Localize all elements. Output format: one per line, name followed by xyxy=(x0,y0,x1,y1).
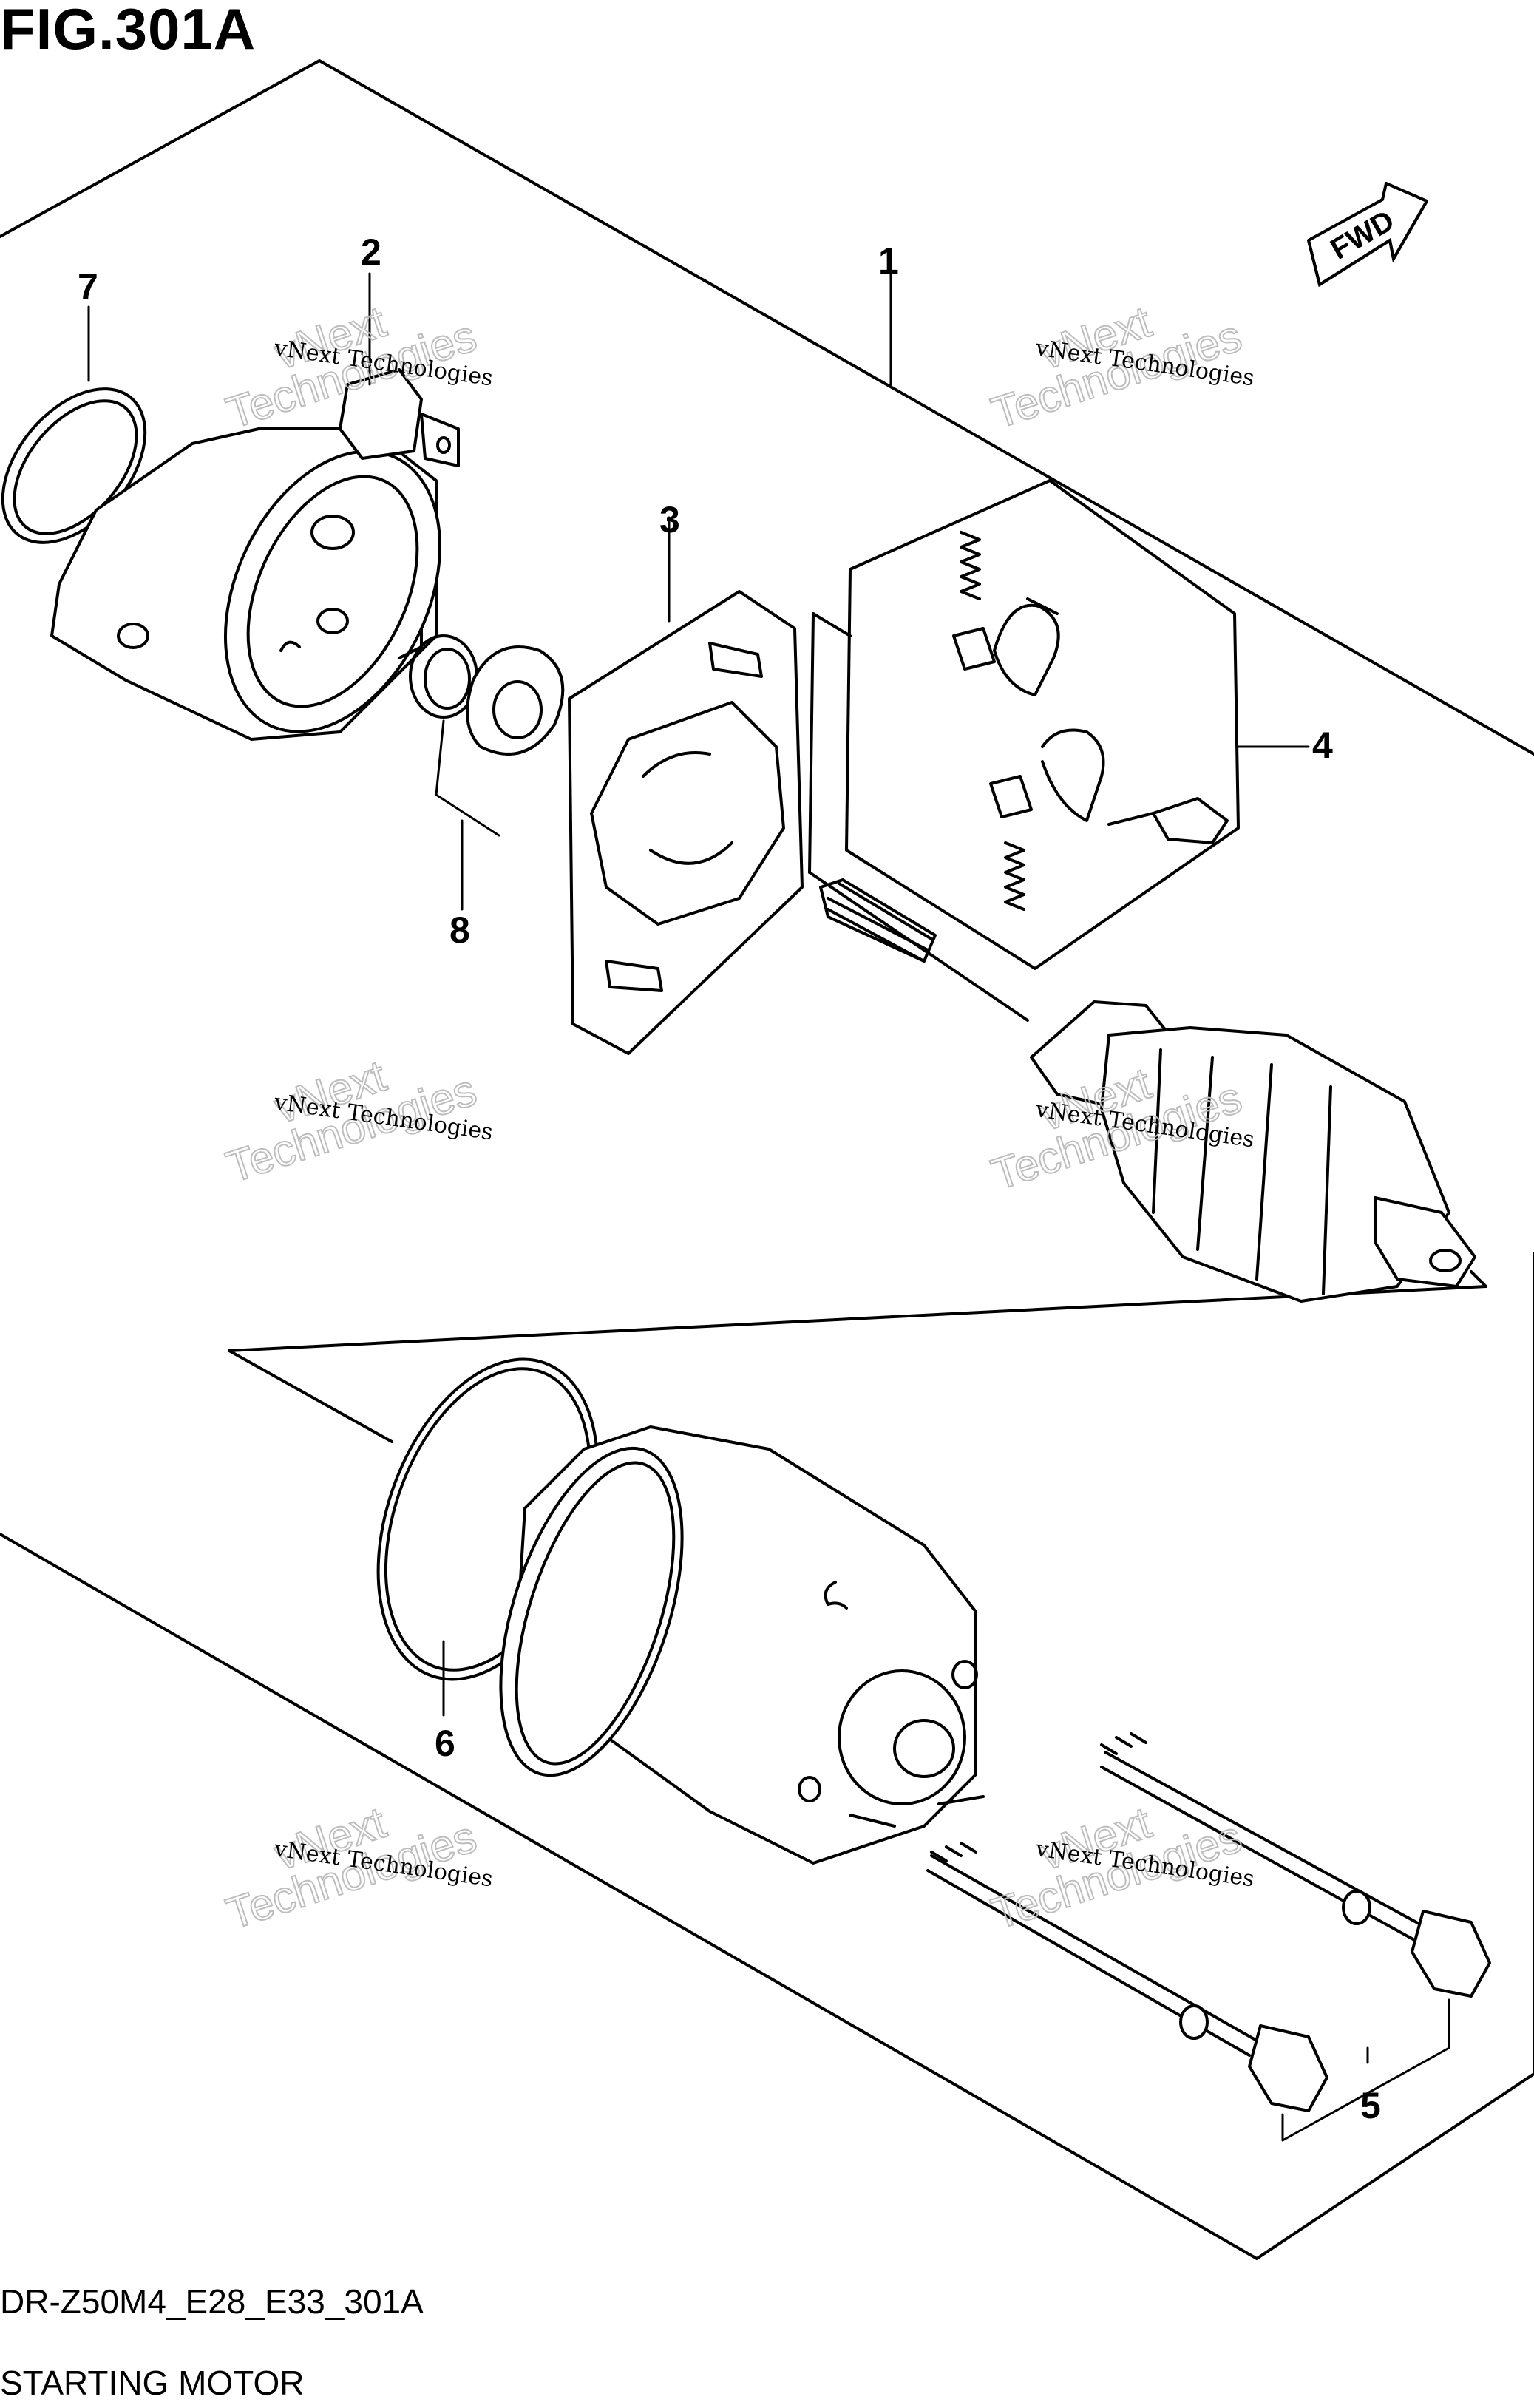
callout-labels: 1 2 3 4 5 6 7 8 xyxy=(78,231,1381,2126)
model-code: DR-Z50M4_E28_E33_301A xyxy=(0,2282,424,2321)
watermark-bottom-left: vNext Technologies vNext Technologies xyxy=(220,1797,495,1939)
assembly-name: STARTING MOTOR xyxy=(0,2364,305,2402)
fwd-arrow-icon: FWD xyxy=(1307,182,1428,288)
assembly-outline xyxy=(0,59,1534,2260)
washer-part-8 xyxy=(409,634,565,911)
callout-7: 7 xyxy=(78,266,98,308)
figure-title: FIG.301A xyxy=(0,0,257,61)
brush-kit-part-4 xyxy=(845,479,1310,970)
callout-4: 4 xyxy=(1312,725,1333,766)
front-housing-part-2 xyxy=(50,368,460,741)
callout-2: 2 xyxy=(361,231,381,273)
through-bolts-part-5 xyxy=(926,1732,1491,2142)
watermark-top-right: vNext Technologies vNext Technologies xyxy=(985,296,1256,438)
brush-holder-part-3 xyxy=(568,516,804,1055)
armature xyxy=(808,612,1487,1303)
leader-lines xyxy=(87,272,892,386)
watermark-mid-left: vNext Technologies vNext Technologies xyxy=(220,1050,495,1193)
yoke-housing xyxy=(499,1425,985,1865)
callout-1: 1 xyxy=(878,240,899,282)
callout-6: 6 xyxy=(435,1723,455,1764)
watermark-bottom-right: vNext Technologies vNext Technologies xyxy=(985,1797,1256,1939)
callout-8: 8 xyxy=(449,909,470,951)
callout-5: 5 xyxy=(1360,2085,1381,2126)
callout-3: 3 xyxy=(659,499,680,540)
